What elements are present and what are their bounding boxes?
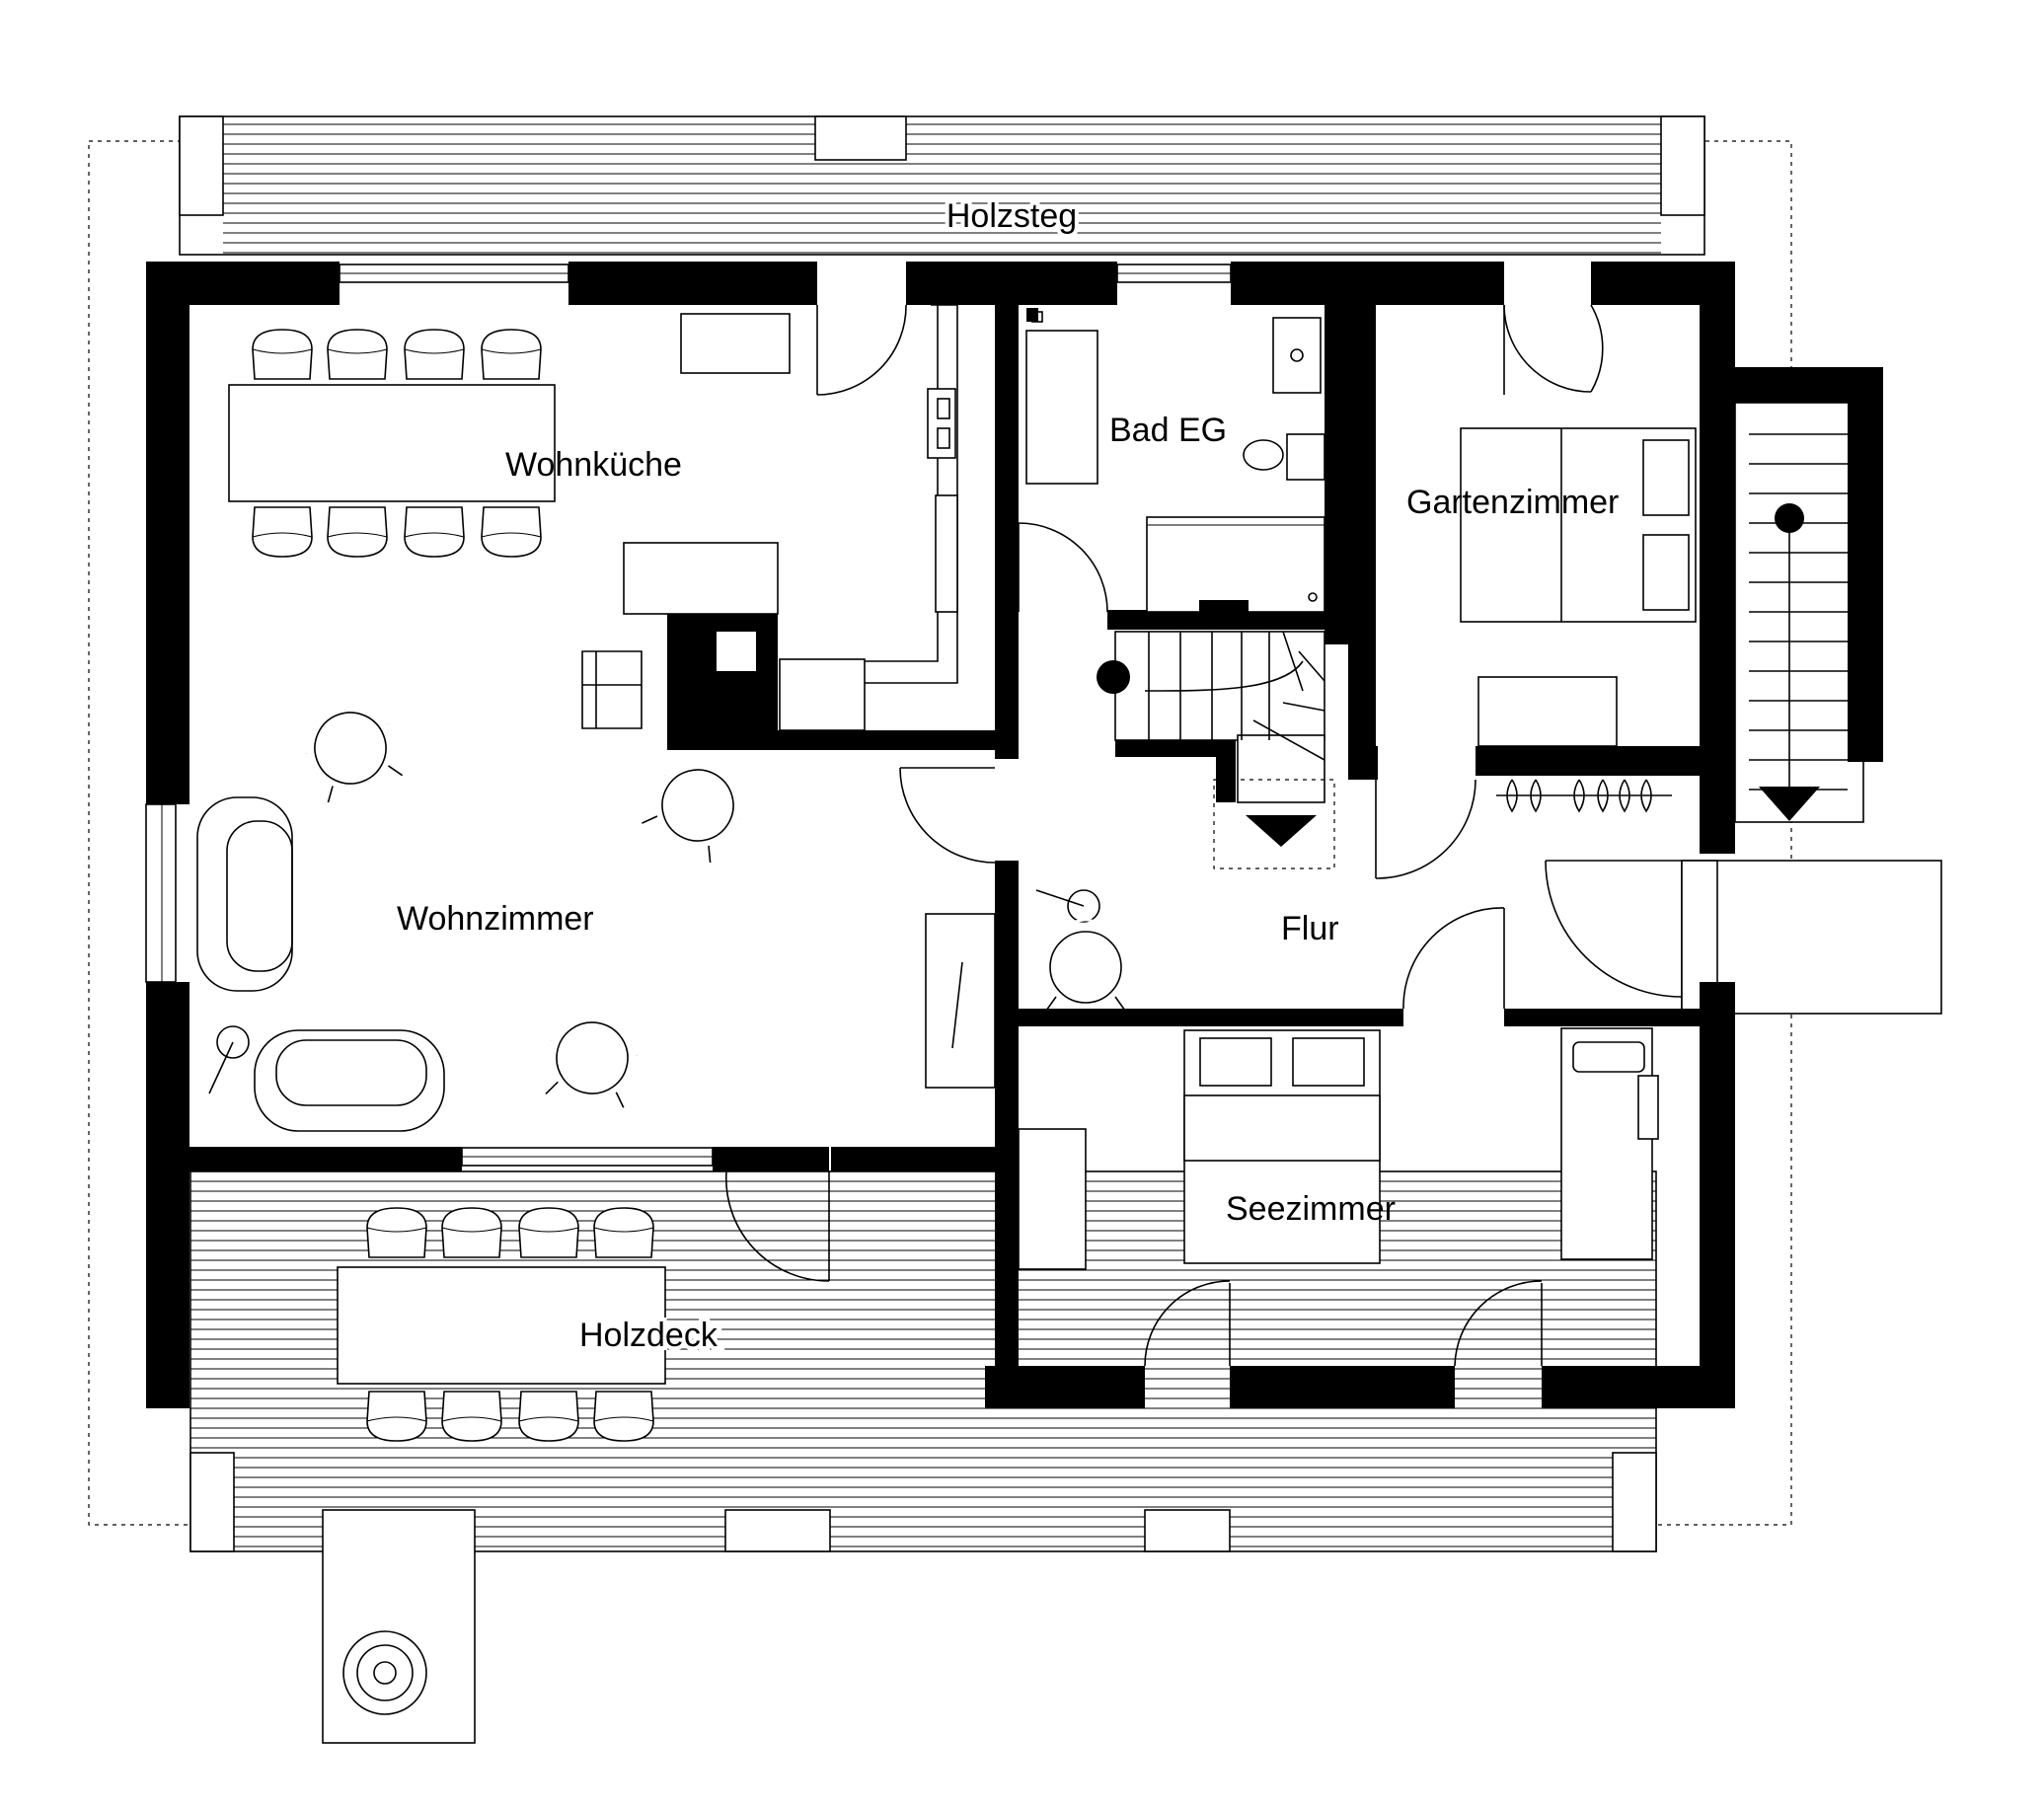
- dining-chair: [481, 329, 542, 380]
- dining-chair: [441, 1207, 502, 1258]
- holzsteg-boardwalk: [179, 115, 1705, 256]
- kitchen: [581, 304, 958, 731]
- dining-chair: [252, 329, 313, 380]
- dining-chair: [404, 506, 465, 558]
- outdoor-stove: [322, 1509, 476, 1744]
- windows: [145, 264, 1232, 1167]
- seezimmer-furniture: [925, 913, 1659, 1270]
- label-flur: Flur: [1281, 910, 1339, 947]
- hanger: [1597, 779, 1609, 813]
- deck-dining-table: [337, 1266, 666, 1385]
- interior-stair: [1097, 631, 1335, 869]
- hanger: [1640, 779, 1652, 813]
- label-holzdeck: Holzdeck: [579, 1317, 719, 1354]
- hanger: [1573, 779, 1585, 813]
- dining-chair: [327, 329, 388, 380]
- exterior-stair: [1734, 402, 1864, 823]
- doors: [724, 304, 1683, 1367]
- dining-chair: [404, 329, 465, 380]
- dining-chair: [366, 1391, 427, 1442]
- dining-chair: [252, 506, 313, 558]
- dining-chair: [593, 1391, 654, 1442]
- hanger: [1619, 779, 1630, 813]
- living-furniture: [196, 796, 1100, 1132]
- dining-chair: [518, 1207, 579, 1258]
- label-gartenzimmer: Gartenzimmer: [1406, 484, 1619, 521]
- kitchen-dining-table: [228, 384, 556, 502]
- lounge-chair: [1040, 918, 1131, 1012]
- dining-chair: [593, 1207, 654, 1258]
- label-wohnkueche: Wohnküche: [505, 446, 682, 484]
- hanger: [1506, 779, 1518, 813]
- dining-chair: [481, 506, 542, 558]
- hanger: [1530, 779, 1542, 813]
- lounge-chair: [545, 1010, 639, 1108]
- stair-step: [1282, 702, 1325, 712]
- gartenzimmer-furniture: [1460, 427, 1697, 813]
- bathroom: [1025, 308, 1325, 613]
- stair-step: [1282, 631, 1304, 692]
- dining-chair: [518, 1391, 579, 1442]
- label-wohnzimmer: Wohnzimmer: [397, 900, 594, 938]
- dining-chair: [327, 506, 388, 558]
- stair-step: [1252, 719, 1325, 761]
- lounge-chair: [642, 757, 746, 864]
- label-holzsteg: Holzsteg: [946, 197, 1077, 235]
- walls: [146, 262, 1883, 1408]
- label-seezimmer: Seezimmer: [1226, 1190, 1396, 1228]
- label-bad-eg: Bad EG: [1109, 412, 1227, 449]
- stair-step: [1298, 650, 1325, 682]
- dining-chair: [441, 1391, 502, 1442]
- lounge-chair: [303, 700, 404, 803]
- dining-chair: [366, 1207, 427, 1258]
